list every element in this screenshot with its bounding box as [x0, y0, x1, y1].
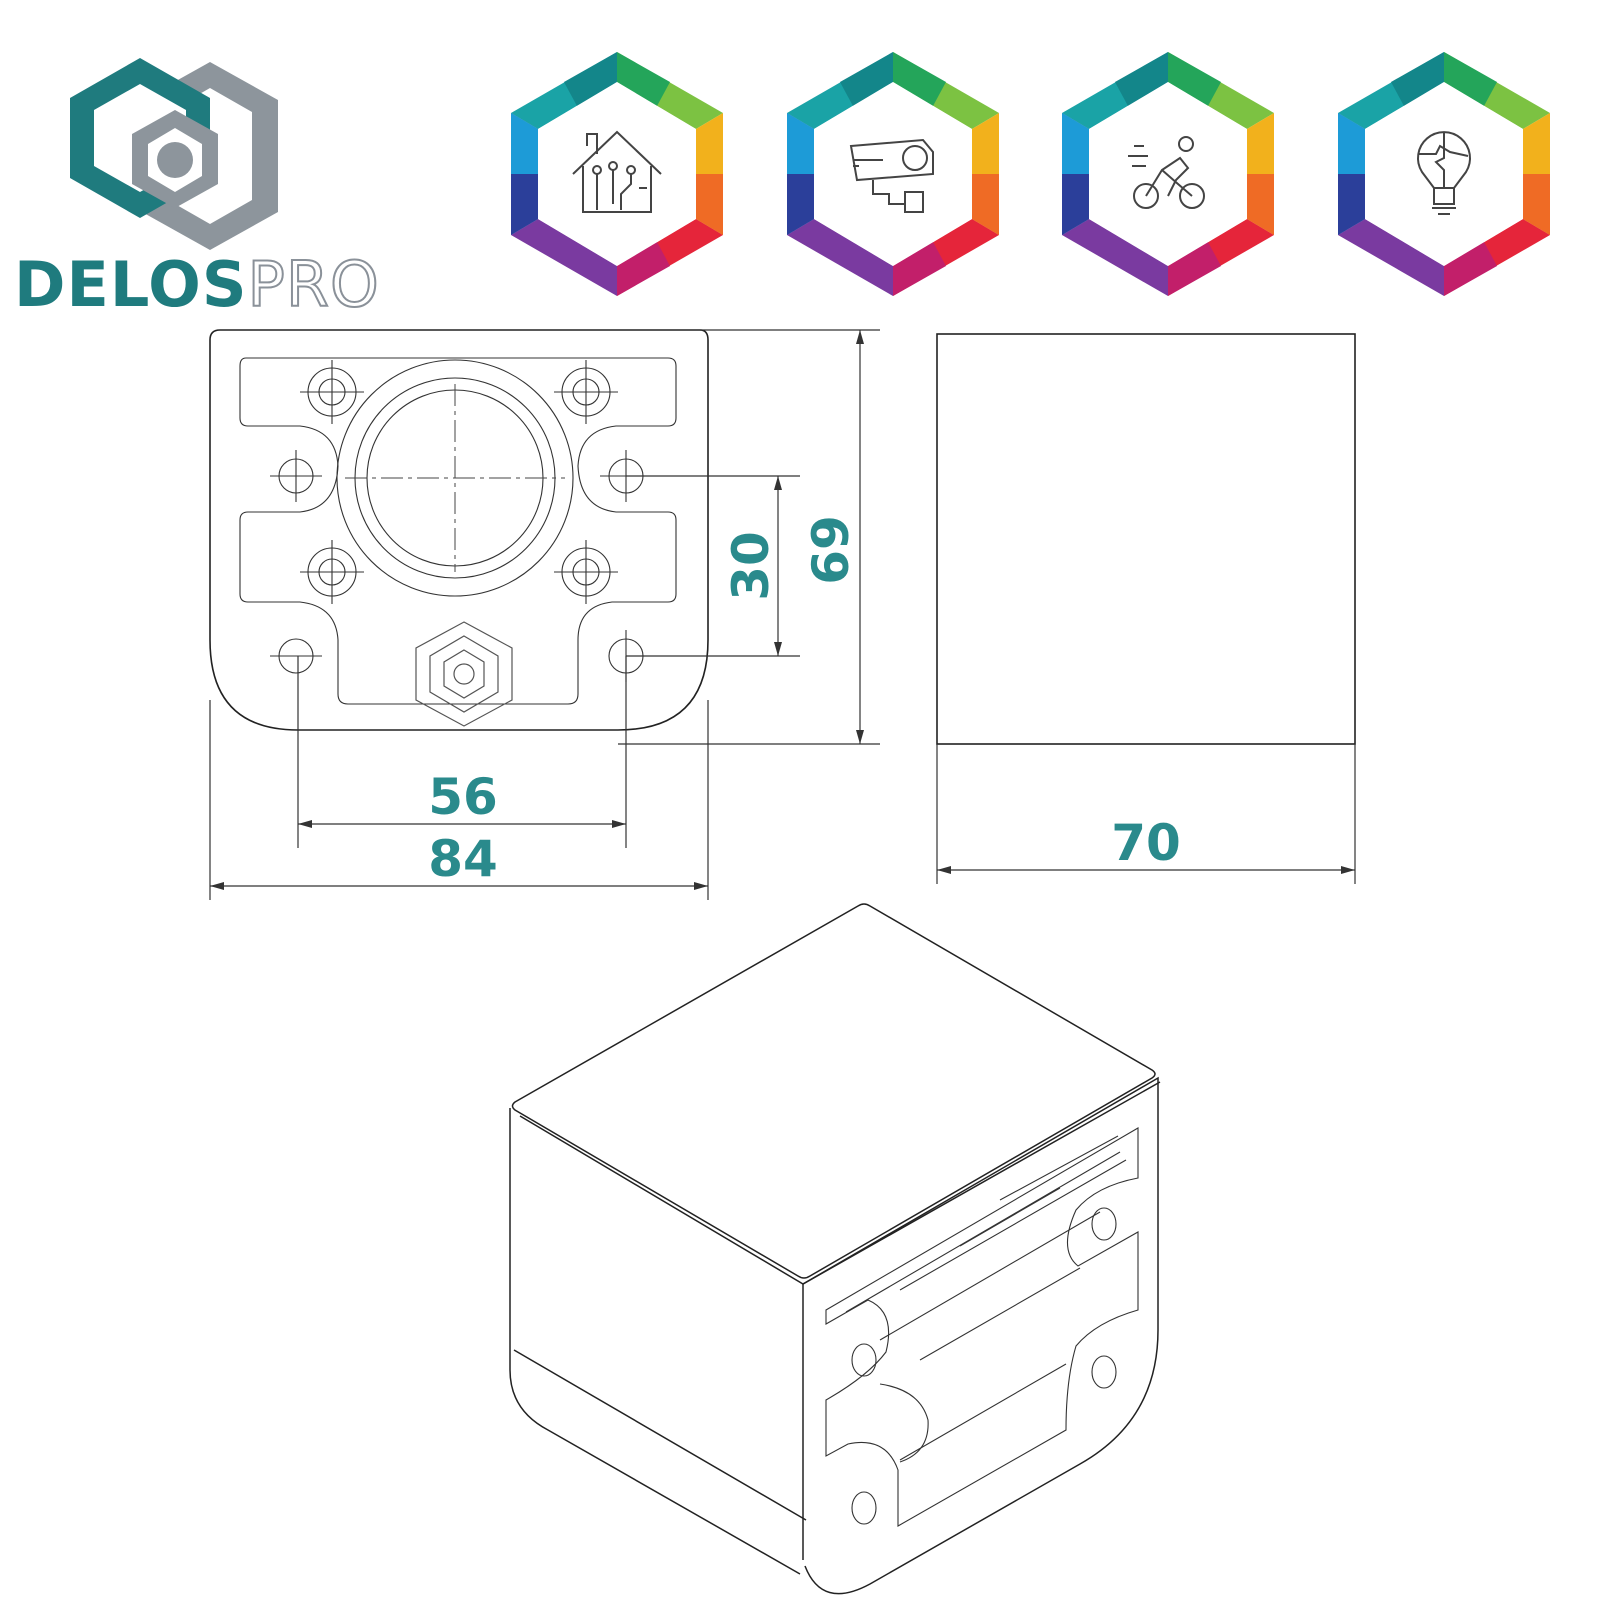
- smart-home-icon: [572, 130, 662, 213]
- front-inner-cutout: [239, 357, 677, 705]
- cyclist-icon: [1128, 136, 1205, 209]
- iso-top-face: [511, 903, 1156, 1279]
- dim-84-label: 84: [428, 830, 498, 888]
- iso-left-face: [509, 1108, 801, 1575]
- badge-cyclist: [1062, 52, 1274, 296]
- dim-69-label: 69: [802, 515, 860, 585]
- dim-30-label: 30: [722, 531, 780, 601]
- logo-mark: [70, 58, 278, 250]
- dim-70-label: 70: [1111, 814, 1181, 872]
- badge-lightbulb-puzzle: [1338, 52, 1550, 296]
- iso-front-face: [802, 1076, 1159, 1595]
- front-plate-outline: [209, 329, 709, 731]
- iso-hole-3: [851, 1343, 877, 1377]
- iso-hole-1: [1091, 1207, 1117, 1241]
- badge-security-camera: [787, 52, 999, 296]
- security-camera-icon: [849, 138, 934, 213]
- iso-front-cutout: [825, 1127, 1139, 1527]
- side-view-rectangle: [936, 333, 1356, 745]
- iso-hole-4: [851, 1491, 877, 1525]
- badge-smart-home: [511, 52, 723, 296]
- front-boss-outer: [336, 359, 574, 597]
- lightbulb-puzzle-icon: [1417, 131, 1471, 215]
- logo-text-pro: PRO: [246, 247, 380, 322]
- dim-56-label: 56: [428, 768, 498, 826]
- delospro-logo: DELOSPRO: [0, 0, 380, 322]
- iso-hole-2: [1091, 1355, 1117, 1389]
- front-embossed-logo-icon: [415, 621, 513, 727]
- logo-text-delos: DELOS: [14, 248, 248, 321]
- badge-row: [511, 52, 1550, 296]
